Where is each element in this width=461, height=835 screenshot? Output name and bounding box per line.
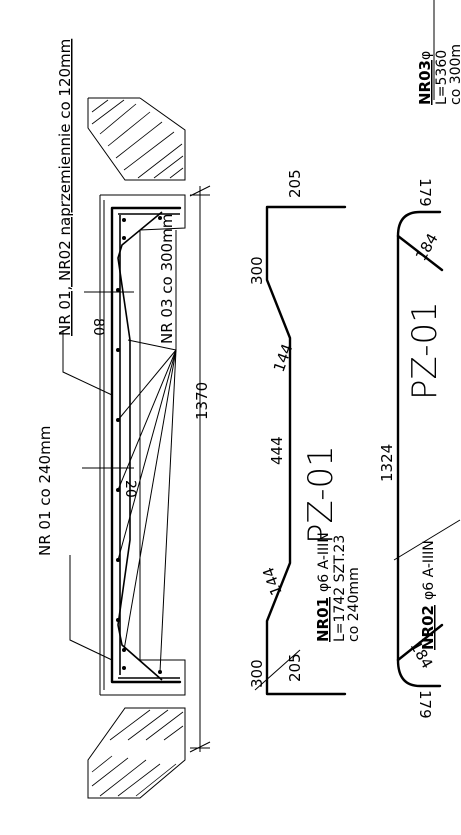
nr03-title: NR03 (416, 60, 434, 105)
nr01-d300-bot: 300 (248, 659, 266, 688)
rebar-bars (110, 206, 182, 684)
nr02-d179-bot: 179 (416, 690, 434, 719)
bar-shape-nr03: NR03 φ L=5360 co 300m (416, 0, 461, 105)
nr01-title: NR01 (314, 597, 332, 642)
nr01-spacing: co 240mm (346, 567, 362, 642)
section-view: NR 01, NR02 naprzemiennie co 120mm NR 03… (36, 39, 211, 799)
slab-outline (99, 194, 186, 696)
nr01-d444: 444 (268, 436, 286, 465)
bar-shape-nr01: 205 300 144 444 144 300 205 PZ-01 NR01 φ… (248, 169, 362, 696)
dim-20: 20 (122, 480, 138, 498)
nr03-spec: φ (418, 51, 434, 60)
rebar-dots (116, 216, 162, 674)
label-nr0102: NR 01, NR02 naprzemiennie co 120mm (56, 39, 74, 336)
nr03-spacing: co 300m (448, 44, 461, 105)
bottom-support (87, 707, 186, 799)
nr02-d179-top: 179 (416, 178, 434, 207)
nr03-length: L=5360 (434, 50, 450, 105)
nr01-d300-top: 300 (248, 256, 266, 285)
nr02-mark: PZ-01 (405, 301, 445, 400)
nr0102-leader (62, 330, 113, 661)
nr03-leaders (117, 230, 177, 673)
nr02-spec: φ6 A-IIIN (421, 540, 437, 600)
label-nr03: NR 03 co 300mm (158, 214, 176, 344)
nr01-d205-bot: 205 (286, 653, 304, 682)
nr02-d1324: 1324 (378, 444, 396, 482)
dimensions (82, 185, 211, 753)
nr01-mark: PZ-01 (301, 445, 341, 544)
bar-shape-nr02: 179 184 1324 184 179 PZ-01 NR02 φ6 A-III… (378, 178, 461, 719)
label-nr01: NR 01 co 240mm (36, 426, 54, 556)
dim-80: 80 (90, 318, 106, 336)
nr01-d144-bot: 144 (259, 565, 286, 598)
top-support (87, 97, 186, 181)
nr02-title: NR02 (419, 605, 437, 650)
nr02-d184-top: 184 (412, 230, 442, 264)
nr01-length: L=1742 SZT.23 (332, 535, 348, 642)
nr01-spec: φ6 A-IIIN (316, 532, 332, 592)
nr01-d144-top: 144 (270, 341, 297, 374)
dim-1370: 1370 (193, 382, 211, 420)
nr01-d205-top: 205 (286, 169, 304, 198)
